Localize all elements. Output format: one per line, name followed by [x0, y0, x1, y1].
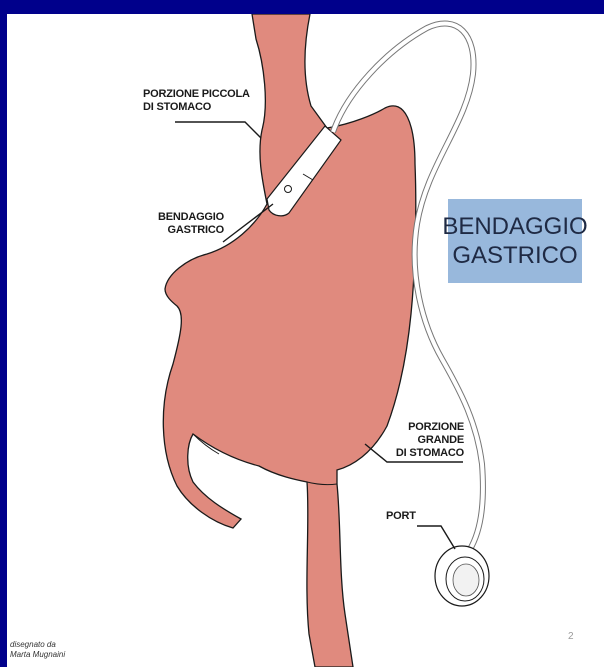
label-small-portion: PORZIONE PICCOLA DI STOMACO — [143, 88, 250, 114]
title-line2: GASTRICO — [452, 241, 577, 270]
credit-line1: disegnato da — [10, 640, 65, 650]
credit-line2: Marta Mugnaini — [10, 650, 65, 660]
author-credit: disegnato da Marta Mugnaini — [10, 640, 65, 660]
port-reservoir — [435, 546, 489, 606]
leader-port — [417, 526, 455, 549]
label-small-portion-line2: DI STOMACO — [143, 101, 250, 114]
label-small-portion-line1: PORZIONE PICCOLA — [143, 88, 250, 101]
slide: PORZIONE PICCOLA DI STOMACO BENDAGGIO GA… — [7, 14, 604, 667]
title-box: BENDAGGIO GASTRICO — [448, 199, 582, 283]
label-band-line2: GASTRICO — [150, 224, 224, 237]
band-port-hole — [285, 186, 292, 193]
title-line1: BENDAGGIO — [442, 212, 587, 241]
label-large-portion-line1: PORZIONE — [386, 421, 464, 434]
page-number: 2 — [568, 631, 574, 642]
label-port: PORT — [386, 510, 416, 523]
label-large-portion-line3: DI STOMACO — [386, 447, 464, 460]
label-band: BENDAGGIO GASTRICO — [150, 211, 224, 237]
stomach-diagram — [7, 14, 604, 667]
label-large-portion-line2: GRANDE — [386, 434, 464, 447]
leader-small-portion — [175, 122, 261, 138]
label-large-portion: PORZIONE GRANDE DI STOMACO — [386, 421, 464, 460]
label-band-line1: BENDAGGIO — [150, 211, 224, 224]
label-port-text: PORT — [386, 510, 416, 523]
